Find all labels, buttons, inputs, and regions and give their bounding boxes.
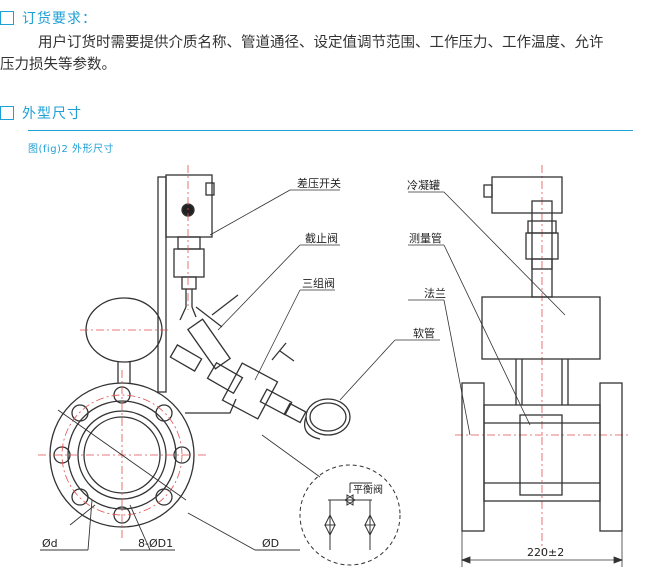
- label-dim-d: Ød: [42, 537, 58, 550]
- section-order-header: 订货要求：: [0, 8, 97, 28]
- section-order-title: 订货要求：: [22, 11, 97, 27]
- leader-lines-right: [408, 191, 566, 436]
- dimension-drawing: 差压开关 截止阀 三组阀 软管 冷凝罐 测量管 法兰 平衡阀 Ød 8-ØD1 …: [38, 165, 628, 567]
- label-dim-D: ØD: [262, 537, 279, 550]
- label-condensate-tank: 冷凝罐: [407, 178, 440, 192]
- label-dim-length: 220±2: [527, 546, 564, 559]
- section-dimensions-title: 外型尺寸: [22, 106, 82, 122]
- checkbox-square-icon: [0, 11, 14, 25]
- order-text-line1: 用户订货时需要提供介质名称、管道通径、设定值调节范围、工作压力、工作温度、允许: [38, 35, 604, 51]
- section-dimensions-header: 外型尺寸: [0, 103, 82, 123]
- flange-right: [599, 382, 623, 532]
- center-lines: [38, 165, 628, 555]
- three-valve-manifold: [221, 362, 279, 420]
- label-flange: 法兰: [424, 286, 446, 300]
- label-dim-holes: 8-ØD1: [138, 537, 173, 550]
- order-requirements-text: 用户订货时需要提供介质名称、管道通径、设定值调节范围、工作压力、工作温度、允许 …: [0, 32, 668, 76]
- support-bracket: [157, 176, 167, 393]
- flange-left: [461, 382, 485, 532]
- condensate-tank-front: [481, 296, 601, 360]
- label-hose: 软管: [413, 326, 435, 340]
- checkbox-square-icon: [0, 106, 14, 120]
- label-three-valve: 三组阀: [302, 276, 335, 290]
- figure-caption: 图(fig)2 外形尺寸: [28, 144, 114, 155]
- label-pressure-switch: 差压开关: [297, 176, 341, 190]
- order-text-line2: 压力损失等参数。: [0, 57, 116, 73]
- section-divider: [28, 130, 633, 131]
- body-pipe: [483, 404, 601, 502]
- length-dimension: [460, 531, 624, 567]
- balance-valve-detail: [299, 464, 401, 566]
- label-stop-valve: 截止阀: [305, 231, 338, 245]
- hose-coil: [305, 398, 351, 436]
- leader-lines-left: [209, 189, 440, 478]
- label-balance-valve: 平衡阀: [353, 483, 383, 496]
- label-measuring-tube: 测量管: [409, 231, 442, 245]
- stop-valve: [186, 318, 232, 370]
